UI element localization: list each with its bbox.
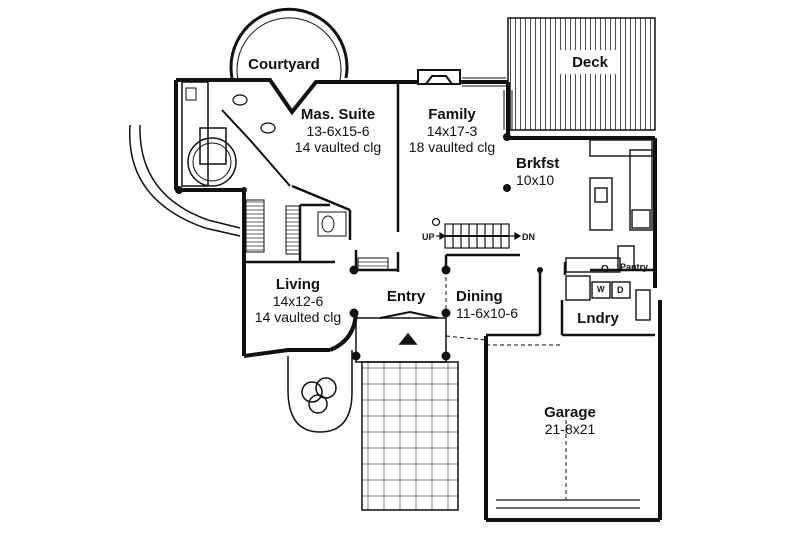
stair-down-label: DN xyxy=(522,232,535,242)
washer-label: W xyxy=(597,285,605,294)
living-size: 14x12-6 xyxy=(272,293,324,310)
garage-name: Garage xyxy=(544,404,596,421)
stair-up-label: UP xyxy=(422,232,435,242)
dryer-label: D xyxy=(617,285,624,295)
living-name: Living xyxy=(275,276,321,293)
entry-porch xyxy=(355,310,459,511)
dining-label: Dining 11-6x10-6 xyxy=(456,288,540,321)
windows xyxy=(462,77,513,130)
dining-size: 11-6x10-6 xyxy=(456,305,519,322)
courtyard-label: Courtyard xyxy=(236,56,332,73)
master-bath xyxy=(181,81,291,187)
living-ceiling: 14 vaulted clg xyxy=(254,309,342,326)
oven-label: O xyxy=(601,264,609,275)
fireplace xyxy=(417,69,461,85)
master-suite-ceiling: 14 vaulted clg xyxy=(294,139,382,156)
pantry-label: Pantry xyxy=(620,262,649,272)
family-name: Family xyxy=(428,106,476,123)
courtyard-name: Courtyard xyxy=(248,56,320,73)
master-suite-name: Mas. Suite xyxy=(300,106,376,123)
laundry-name: Lndry xyxy=(577,310,619,327)
closets xyxy=(245,199,389,271)
entry-label: Entry xyxy=(376,288,436,305)
living-label: Living 14x12-6 14 vaulted clg xyxy=(246,276,350,325)
breakfast-size: 10x10 xyxy=(516,172,555,189)
garage-size: 21-8x21 xyxy=(544,421,596,438)
family-size: 14x17-3 xyxy=(426,123,478,140)
family-ceiling: 18 vaulted clg xyxy=(408,139,496,156)
master-suite-size: 13-6x15-6 xyxy=(306,123,370,140)
exterior-walls xyxy=(174,78,662,522)
breakfast-label: Brkfst 10x10 xyxy=(516,155,576,188)
kitchen xyxy=(565,139,653,273)
deck-name: Deck xyxy=(572,54,608,71)
courtyard-area xyxy=(229,7,349,81)
laundry-appliances xyxy=(565,275,651,321)
breakfast-name: Brkfst xyxy=(516,155,560,172)
dining-name: Dining xyxy=(456,288,503,305)
garden-arc xyxy=(128,124,241,237)
family-label: Family 14x17-3 18 vaulted clg xyxy=(400,106,504,155)
stairway xyxy=(431,217,522,249)
garage-door xyxy=(496,499,640,509)
garden-planter xyxy=(287,350,353,433)
laundry-label: Lndry xyxy=(568,310,628,327)
master-suite-label: Mas. Suite 13-6x15-6 14 vaulted clg xyxy=(283,106,393,155)
deck-area xyxy=(507,17,656,131)
deck-label: Deck xyxy=(558,54,622,71)
columns xyxy=(175,133,543,361)
garage-label: Garage 21-8x21 xyxy=(520,404,620,437)
entry-name: Entry xyxy=(386,288,426,305)
